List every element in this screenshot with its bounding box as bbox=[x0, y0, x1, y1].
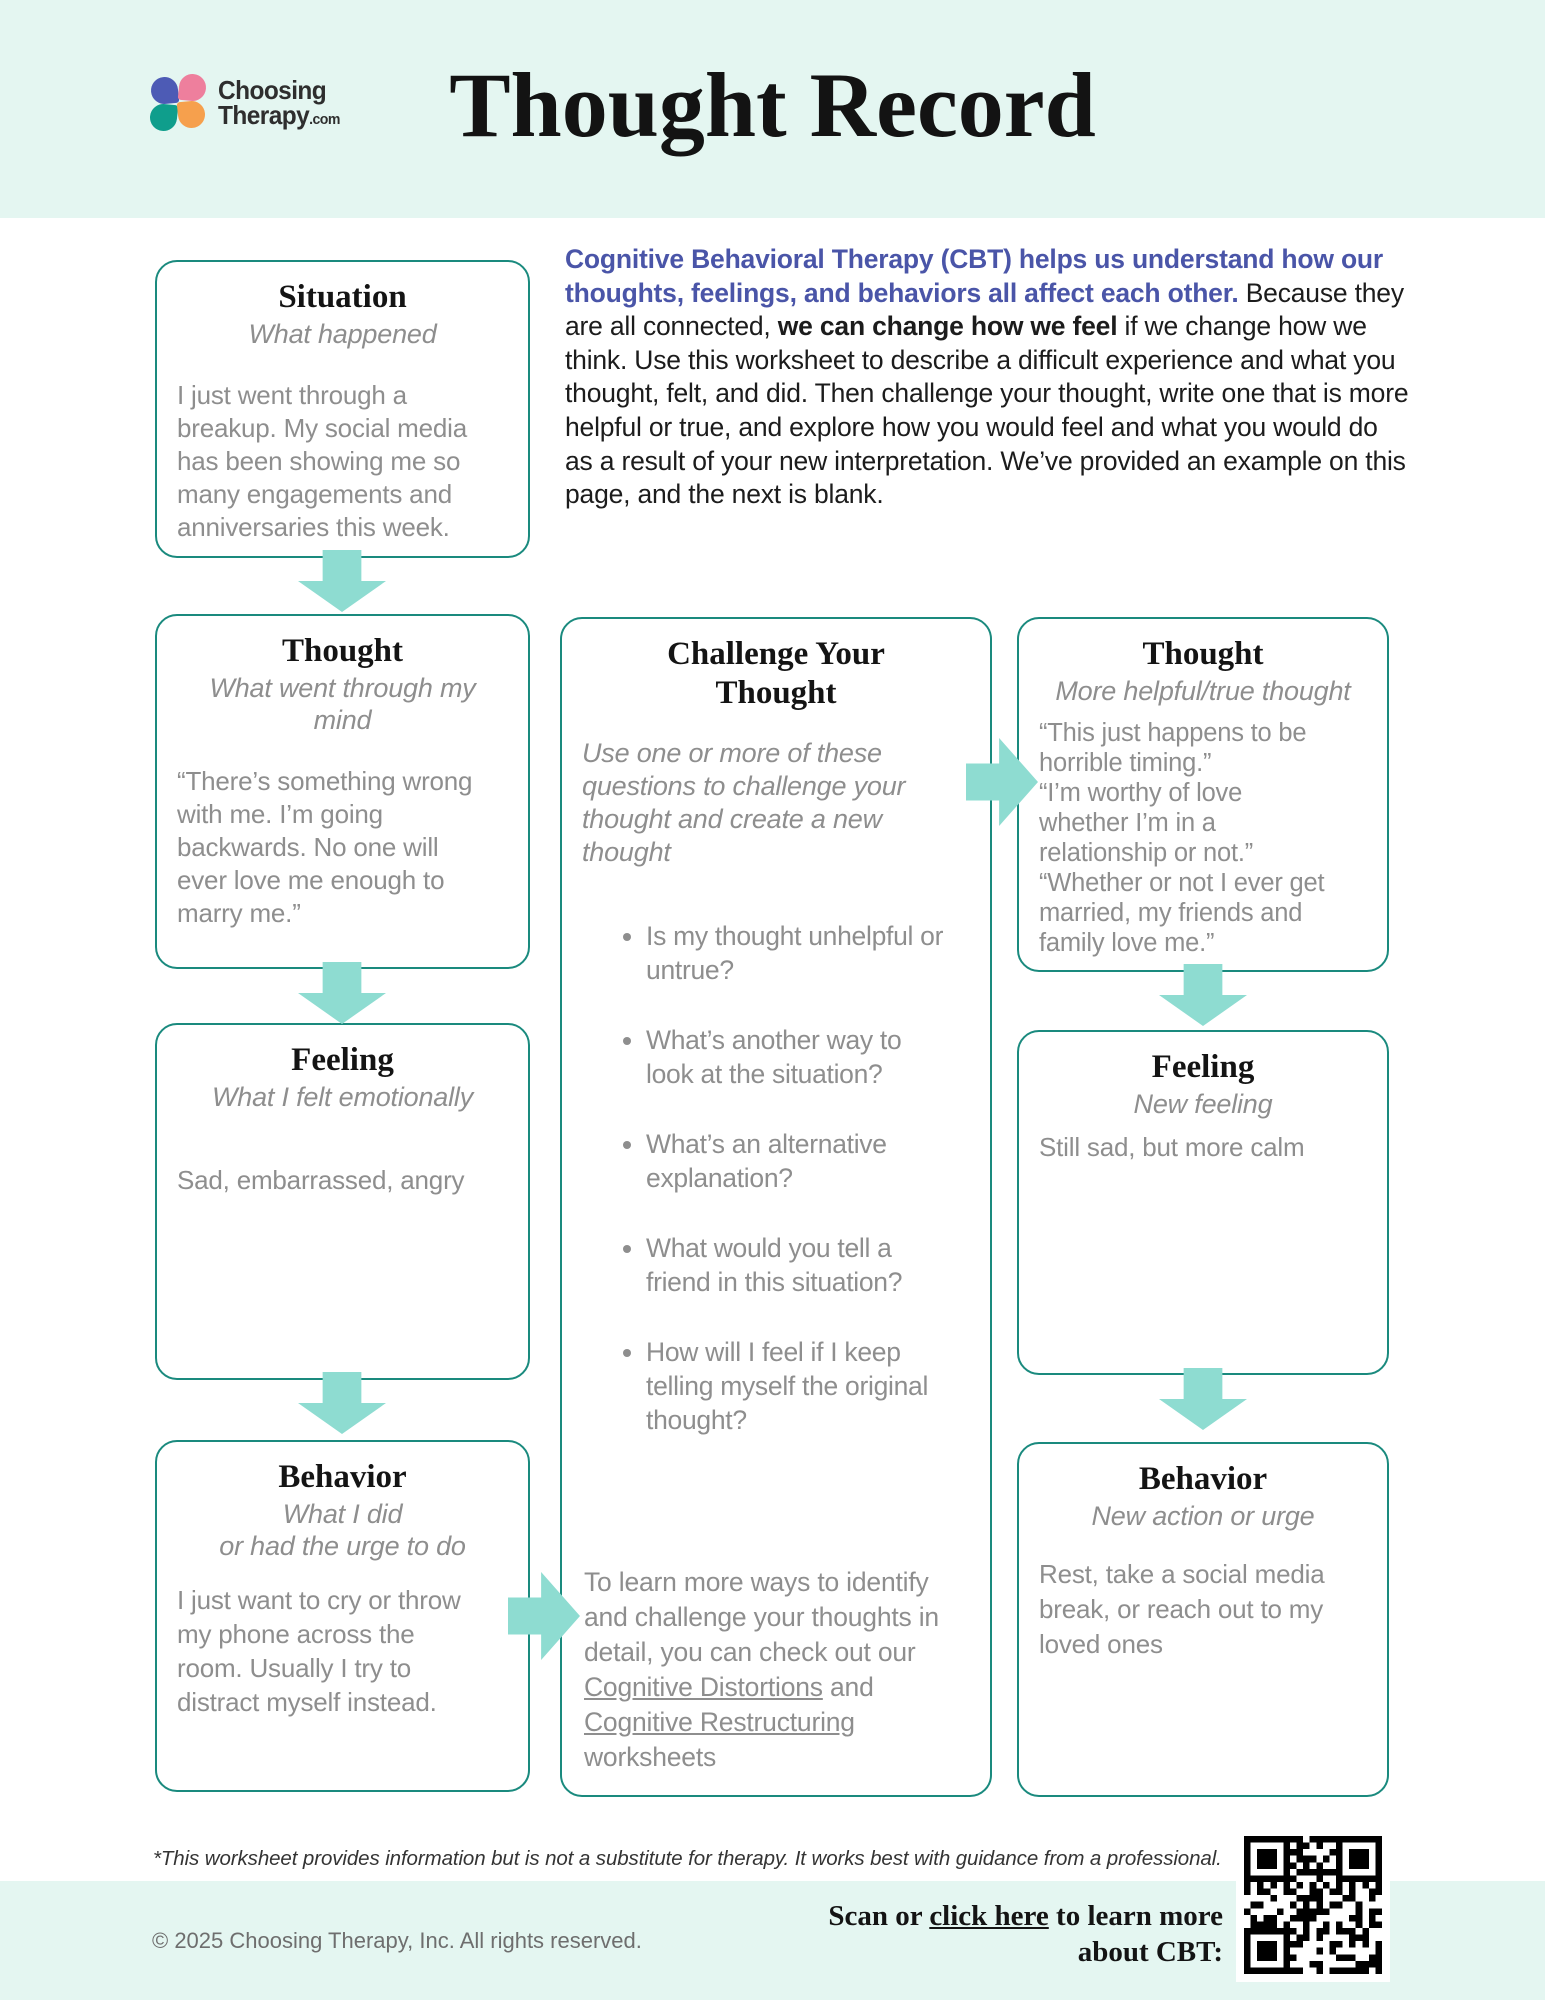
scan-instruction: Scan or click here to learn more about C… bbox=[773, 1898, 1223, 1970]
new-feeling-entry: Still sad, but more calm bbox=[1039, 1131, 1305, 1162]
feeling-title: Feeling bbox=[291, 1042, 394, 1078]
challenge-questions-list: Is my thought unhelpful or untrue? What’s… bbox=[582, 919, 970, 1437]
thought-subtitle: What went through my mind bbox=[209, 672, 476, 735]
challenge-title: Challenge Your Thought bbox=[667, 636, 885, 711]
new-thought-title: Thought bbox=[1142, 636, 1264, 672]
challenge-question: What’s an alternative explanation? bbox=[646, 1127, 970, 1195]
new-feeling-box: Feeling New feeling Still sad, but more … bbox=[1017, 1030, 1389, 1375]
behavior-entry: I just want to cry or throw my phone acr… bbox=[177, 1584, 461, 1717]
challenge-question: What would you tell a friend in this sit… bbox=[646, 1231, 970, 1299]
disclaimer-note: *This worksheet provides information but… bbox=[153, 1847, 1222, 1870]
new-behavior-box: Behavior New action or urge Rest, take a… bbox=[1017, 1442, 1389, 1797]
behavior-title: Behavior bbox=[278, 1459, 407, 1495]
challenge-question: How will I feel if I keep telling myself… bbox=[646, 1335, 970, 1437]
behavior-box: Behavior What I did or had the urge to d… bbox=[155, 1440, 530, 1792]
feeling-entry: Sad, embarrassed, angry bbox=[177, 1164, 465, 1195]
brand-logo: Choosing Therapy.com bbox=[148, 72, 348, 133]
text-segment: if we change how we think. Use this work… bbox=[565, 311, 1409, 510]
text-segment: Cognitive Behavioral Therapy (CBT) helps… bbox=[565, 244, 1384, 308]
thought-entry: “There’s something wrong with me. I’m go… bbox=[177, 765, 473, 928]
intro-paragraph: Cognitive Behavioral Therapy (CBT) helps… bbox=[565, 243, 1410, 512]
challenge-question: Is my thought unhelpful or untrue? bbox=[646, 919, 970, 987]
feeling-box: Feeling What I felt emotionally Sad, emb… bbox=[155, 1023, 530, 1380]
behavior-subtitle: What I did or had the urge to do bbox=[219, 1498, 466, 1561]
new-behavior-title: Behavior bbox=[1138, 1461, 1268, 1497]
text-segment: to learn more about CBT: bbox=[1048, 1900, 1223, 1968]
situation-subtitle: What happened bbox=[248, 318, 437, 349]
qr-code bbox=[1236, 1828, 1390, 1982]
situation-box: Situation What happened I just went thro… bbox=[155, 260, 530, 558]
arrow-down-feeling-to-behavior-icon bbox=[298, 1372, 386, 1434]
challenge-footer-note: To learn more ways to identify and chall… bbox=[584, 1565, 968, 1775]
new-feeling-title: Feeling bbox=[1151, 1049, 1255, 1085]
copyright-text: © 2025 Choosing Therapy, Inc. All rights… bbox=[152, 1928, 642, 1953]
arrow-down-situation-to-thought-icon bbox=[298, 550, 386, 612]
new-thought-subtitle: More helpful/true thought bbox=[1055, 675, 1351, 706]
text-segment: Scan or bbox=[828, 1900, 930, 1932]
arrow-down-new-feeling-to-new-behavior-icon bbox=[1159, 1368, 1247, 1430]
brand-name: Choosing Therapy.com bbox=[218, 75, 340, 130]
challenge-subtitle: Use one or more of these questions to ch… bbox=[582, 737, 906, 867]
click-here-link[interactable]: click here bbox=[929, 1900, 1049, 1932]
text-segment: Because they are all connected, bbox=[565, 277, 1404, 342]
challenge-question: What’s another way to look at the situat… bbox=[646, 1023, 970, 1091]
new-behavior-subtitle: New action or urge bbox=[1091, 1500, 1315, 1531]
arrow-down-new-thought-to-new-feeling-icon bbox=[1159, 964, 1247, 1026]
cognitive-restructuring-link[interactable]: Cognitive Restructuring bbox=[584, 1707, 855, 1737]
arrow-down-thought-to-feeling-icon bbox=[298, 962, 386, 1024]
new-thought-box: Thought More helpful/true thought “This … bbox=[1017, 617, 1389, 972]
thought-box: Thought What went through my mind “There… bbox=[155, 614, 530, 969]
header-band: Choosing Therapy.com Thought Record bbox=[0, 0, 1545, 218]
challenge-thought-box: Challenge Your Thought Use one or more o… bbox=[560, 617, 992, 1797]
new-behavior-entry: Rest, take a social media break, or reac… bbox=[1039, 1558, 1325, 1659]
thought-title: Thought bbox=[281, 633, 404, 669]
text-segment: worksheets bbox=[584, 1742, 717, 1772]
feeling-subtitle: What I felt emotionally bbox=[211, 1081, 473, 1112]
page-title: Thought Record bbox=[449, 54, 1096, 156]
situation-entry: I just went through a breakup. My social… bbox=[177, 379, 467, 542]
text-segment: and bbox=[822, 1672, 874, 1702]
text-segment: we can change how we feel bbox=[777, 311, 1118, 342]
cognitive-distortions-link[interactable]: Cognitive Distortions bbox=[584, 1672, 823, 1702]
text-segment: To learn more ways to identify and chall… bbox=[584, 1567, 939, 1667]
situation-title: Situation bbox=[278, 279, 407, 315]
new-feeling-subtitle: New feeling bbox=[1133, 1088, 1273, 1119]
new-thought-entry: “This just happens to be horrible timing… bbox=[1039, 718, 1325, 957]
